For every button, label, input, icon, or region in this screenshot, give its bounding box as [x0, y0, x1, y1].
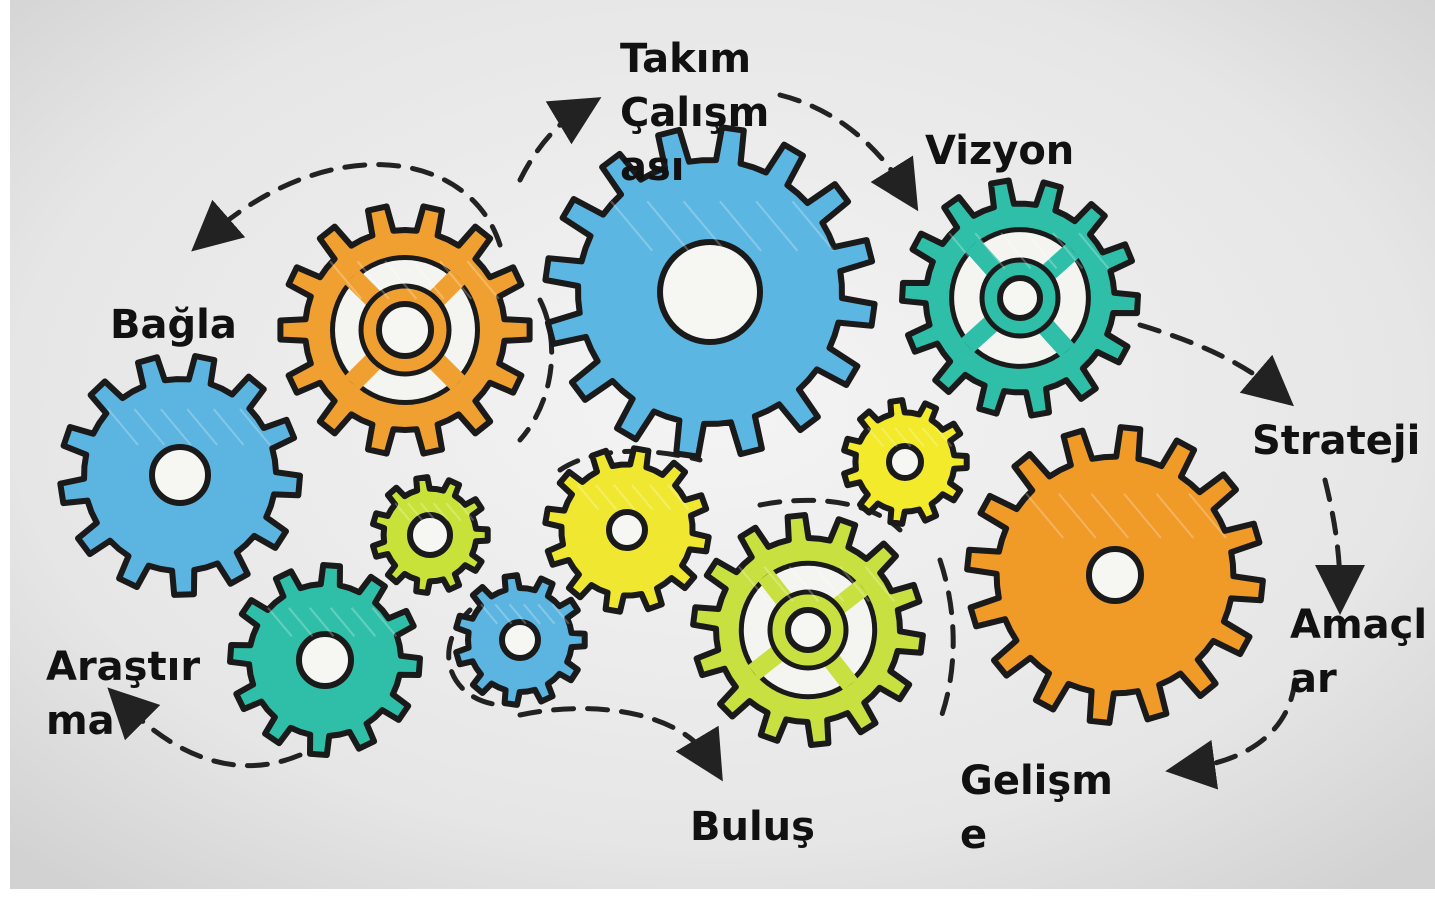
bottom-edge-strip — [0, 889, 1435, 899]
label-gelisme-line2: e — [960, 808, 1113, 862]
gear-lime-small-left-center-hole — [410, 515, 450, 555]
label-bagla-line1: Bağla — [110, 298, 237, 352]
gear-blue-left-center-hole — [152, 447, 208, 503]
label-arastirma-line2: ma — [46, 694, 200, 748]
label-strateji: Strateji — [1252, 414, 1420, 468]
label-arastirma-line1: Araştır — [46, 640, 200, 694]
gear-yellow-small-right-center-hole — [889, 446, 921, 478]
gear-orange-large-center-hole — [1089, 549, 1141, 601]
label-vizyon: Vizyon — [925, 124, 1074, 178]
label-bagla: Bağla — [110, 298, 237, 352]
gear-yellow-center — [545, 448, 708, 611]
label-arastirma: Araştır ma — [46, 640, 200, 748]
label-strateji-line1: Strateji — [1252, 414, 1420, 468]
label-bulus: Buluş — [690, 800, 815, 854]
label-takim-line3: ası — [620, 140, 769, 194]
label-gelisme-line1: Gelişm — [960, 754, 1113, 808]
label-gelisme: Gelişm e — [960, 754, 1113, 862]
label-amaclar: Amaçl ar — [1290, 598, 1427, 706]
label-takim-calismasi: Takım Çalışm ası — [620, 32, 769, 194]
gear-blue-large-center-hole — [660, 242, 760, 342]
label-bulus-line1: Buluş — [690, 800, 815, 854]
gear-teal-bottom-center-hole — [299, 634, 351, 686]
gear-blue-small-center-hole — [502, 622, 538, 658]
left-edge-strip — [0, 0, 10, 899]
gear-yellow-center-center-hole — [609, 512, 645, 548]
label-amaclar-line2: ar — [1290, 652, 1427, 706]
gear-teal-right-center-hole — [1000, 278, 1040, 318]
label-takim-line2: Çalışm — [620, 86, 769, 140]
gear-orange-top-center-hole — [379, 304, 431, 356]
gear-lime-large-center-hole — [788, 610, 828, 650]
label-vizyon-line1: Vizyon — [925, 124, 1074, 178]
label-amaclar-line1: Amaçl — [1290, 598, 1427, 652]
label-takim-line1: Takım — [620, 32, 769, 86]
